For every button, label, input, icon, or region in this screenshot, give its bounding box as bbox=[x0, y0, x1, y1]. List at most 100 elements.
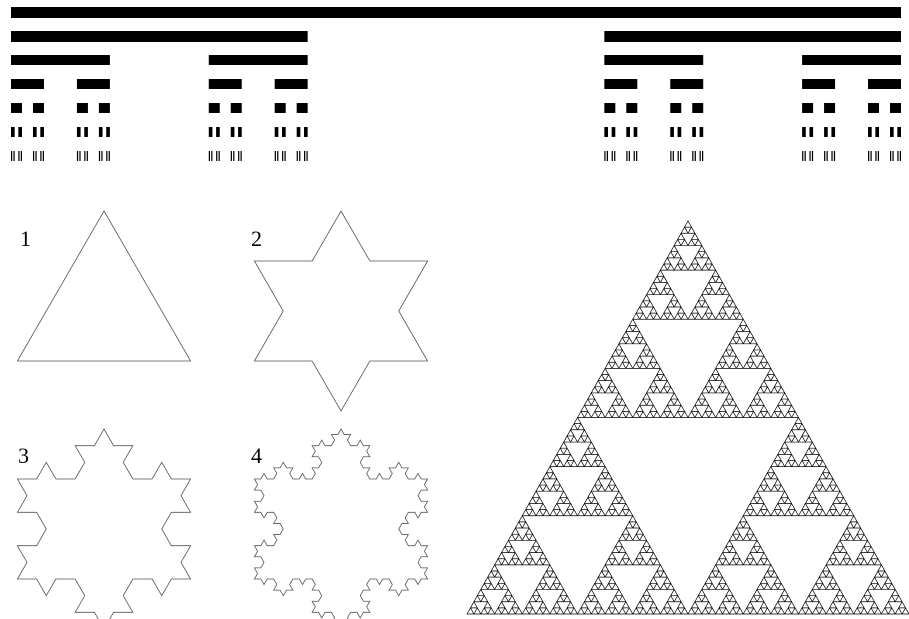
cantor-segment bbox=[805, 151, 806, 161]
sierpinski-triangle-panel bbox=[467, 221, 909, 614]
cantor-segment bbox=[875, 151, 876, 161]
cantor-segment bbox=[670, 79, 703, 89]
cantor-segment bbox=[216, 127, 220, 137]
cantor-segment bbox=[11, 55, 110, 65]
cantor-segment bbox=[79, 151, 80, 161]
cantor-segment bbox=[211, 151, 212, 161]
cantor-segment bbox=[238, 151, 239, 161]
cantor-segment bbox=[809, 127, 813, 137]
cantor-segment bbox=[233, 151, 234, 161]
cantor-segment bbox=[275, 103, 286, 113]
cantor-segment bbox=[890, 103, 901, 113]
cantor-segment bbox=[636, 151, 637, 161]
cantor-segment bbox=[890, 151, 891, 161]
cantor-segment bbox=[897, 127, 901, 137]
cantor-segment bbox=[99, 103, 110, 113]
cantor-segment bbox=[670, 151, 671, 161]
cantor-segment bbox=[219, 151, 220, 161]
koch-step-3: 3 bbox=[17, 429, 190, 619]
cantor-segment bbox=[11, 151, 12, 161]
cantor-segment bbox=[11, 103, 22, 113]
cantor-segment bbox=[40, 151, 41, 161]
cantor-segment bbox=[40, 127, 44, 137]
cantor-segment bbox=[21, 151, 22, 161]
cantor-segment bbox=[99, 127, 103, 137]
cantor-segment bbox=[802, 127, 806, 137]
cantor-segment bbox=[11, 79, 44, 89]
cantor-segment bbox=[277, 151, 278, 161]
cantor-segment bbox=[11, 31, 308, 42]
cantor-segment bbox=[692, 127, 696, 137]
koch-snowflake-panel: 1 2 3 4 bbox=[17, 211, 427, 619]
cantor-segment bbox=[84, 127, 88, 137]
cantor-segment bbox=[231, 103, 242, 113]
cantor-segment bbox=[209, 127, 213, 137]
cantor-segment bbox=[612, 151, 613, 161]
cantor-segment bbox=[306, 151, 307, 161]
cantor-segment bbox=[297, 151, 298, 161]
cantor-segment bbox=[678, 127, 682, 137]
cantor-segment bbox=[33, 127, 37, 137]
cantor-segment bbox=[700, 151, 701, 161]
cantor-segment bbox=[209, 55, 308, 65]
cantor-segment bbox=[604, 151, 605, 161]
cantor-segment bbox=[77, 103, 88, 113]
cantor-segment bbox=[897, 151, 898, 161]
cantor-segment bbox=[678, 151, 679, 161]
cantor-segment bbox=[629, 151, 630, 161]
cantor-segment bbox=[824, 103, 835, 113]
cantor-segment bbox=[231, 151, 232, 161]
cantor-segment bbox=[878, 151, 879, 161]
cantor-segment bbox=[238, 127, 242, 137]
cantor-segment bbox=[109, 151, 110, 161]
cantor-segment bbox=[824, 151, 825, 161]
cantor-segment bbox=[18, 151, 19, 161]
koch-outline-4 bbox=[254, 429, 427, 619]
cantor-segment bbox=[670, 127, 674, 137]
cantor-segment bbox=[868, 127, 872, 137]
cantor-segment bbox=[626, 103, 637, 113]
cantor-segment bbox=[802, 79, 835, 89]
step-label-1: 1 bbox=[20, 226, 31, 251]
cantor-segment bbox=[824, 127, 828, 137]
cantor-segment bbox=[692, 103, 703, 113]
cantor-segment bbox=[304, 127, 308, 137]
cantor-segment bbox=[890, 127, 894, 137]
koch-step-2: 2 bbox=[251, 211, 428, 411]
cantor-segment bbox=[77, 151, 78, 161]
cantor-segment bbox=[900, 151, 901, 161]
cantor-segment bbox=[634, 151, 635, 161]
cantor-segment bbox=[670, 103, 681, 113]
cantor-segment bbox=[626, 127, 630, 137]
cantor-segment bbox=[284, 151, 285, 161]
koch-step-1: 1 bbox=[17, 211, 190, 361]
cantor-segment bbox=[831, 127, 835, 137]
cantor-segment bbox=[209, 151, 210, 161]
cantor-segment bbox=[604, 127, 608, 137]
cantor-segment bbox=[209, 79, 242, 89]
cantor-segment bbox=[831, 151, 832, 161]
cantor-segment bbox=[892, 151, 893, 161]
cantor-segment bbox=[680, 151, 681, 161]
cantor-segment bbox=[11, 7, 901, 18]
cantor-segment bbox=[216, 151, 217, 161]
cantor-segment bbox=[282, 151, 283, 161]
cantor-segment bbox=[99, 151, 100, 161]
cantor-segment bbox=[33, 103, 44, 113]
cantor-segment bbox=[812, 151, 813, 161]
cantor-segment bbox=[106, 127, 110, 137]
cantor-segment bbox=[868, 79, 901, 89]
cantor-segment bbox=[282, 127, 286, 137]
cantor-segment bbox=[231, 127, 235, 137]
cantor-segment bbox=[87, 151, 88, 161]
cantor-segment bbox=[299, 151, 300, 161]
cantor-segment bbox=[702, 151, 703, 161]
cantor-segment bbox=[297, 127, 301, 137]
cantor-segment bbox=[626, 151, 627, 161]
cantor-segment bbox=[106, 151, 107, 161]
cantor-segment bbox=[209, 103, 220, 113]
cantor-segment bbox=[827, 151, 828, 161]
cantor-segment bbox=[802, 151, 803, 161]
cantor-segment bbox=[77, 79, 110, 89]
step-label-4: 4 bbox=[251, 443, 262, 468]
